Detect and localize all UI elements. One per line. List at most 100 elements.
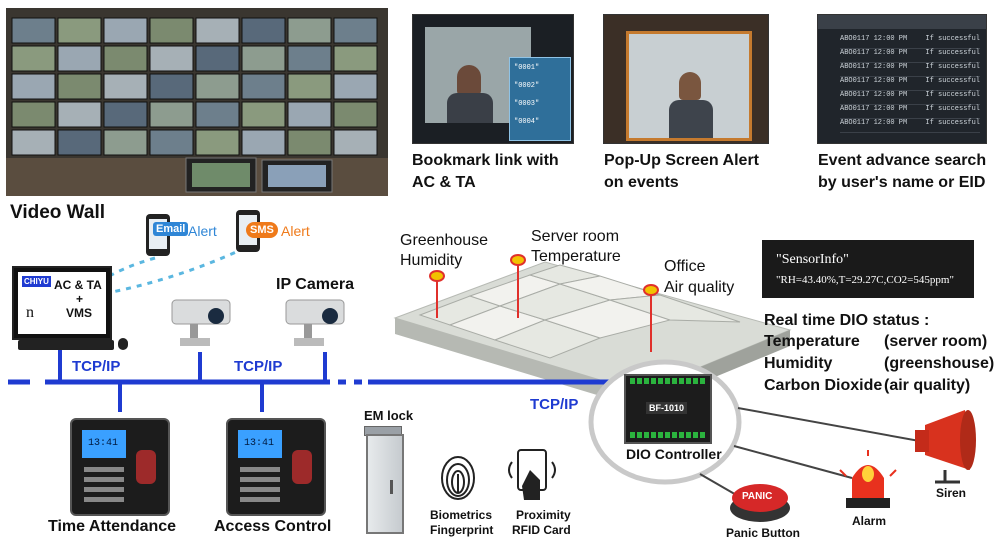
- link-siren: [737, 407, 926, 443]
- em-lock-label: EM lock: [364, 408, 414, 423]
- search-result-status: If successful: [925, 77, 980, 85]
- biometrics-label-1: Biometrics: [430, 508, 493, 522]
- video-wall-tile: [103, 73, 148, 100]
- video-wall-tile: [11, 73, 56, 100]
- pc-monitor: CHIYU n AC & TA + VMS: [12, 266, 112, 340]
- search-result-id: ABO0117 12:00 PM: [840, 105, 908, 113]
- dio-controller-device: BF-1010: [624, 374, 712, 444]
- video-wall-tile: [333, 45, 378, 72]
- pin-office-icon: [643, 284, 659, 296]
- video-wall-tile: [57, 17, 102, 44]
- video-wall-tile: [287, 101, 332, 128]
- pc-keyboard: [18, 340, 114, 350]
- pin-server-label-1: Server room: [531, 228, 620, 245]
- video-wall-tile: [11, 17, 56, 44]
- email-badge: Email: [153, 222, 189, 236]
- alarm-label: Alarm: [852, 514, 887, 528]
- dio-status-metric-3: Carbon Dioxide: [764, 377, 883, 394]
- video-wall-tile: [195, 129, 240, 156]
- ip-camera-2: [282, 298, 352, 357]
- panic-button-label: Panic Button: [726, 526, 800, 540]
- sms-alert-link: [111, 246, 246, 294]
- search-result-id: ABO0117 12:00 PM: [840, 63, 908, 71]
- video-wall-tile: [241, 73, 286, 100]
- link-alarm: [733, 445, 853, 479]
- door-icon: [366, 434, 404, 534]
- ac-display-time: 13:41: [244, 438, 275, 449]
- ta-display-time: 13:41: [88, 438, 119, 449]
- dio-status-location-1: (server room): [884, 333, 988, 350]
- bookmark-list-panel: "0001" "0002" "0003" "0004": [509, 57, 571, 141]
- pin-server-icon: [510, 254, 526, 266]
- search-result-status: If successful: [925, 49, 980, 57]
- dio-status-location-2: (greenshouse): [884, 355, 995, 372]
- proximity-label-2: RFID Card: [512, 523, 571, 537]
- person-body: [447, 93, 493, 123]
- video-wall-tile: [149, 45, 194, 72]
- video-wall-tile: [11, 129, 56, 156]
- pin-server-label-2: Temperature: [531, 248, 621, 265]
- pc-mouse: [118, 338, 128, 350]
- pc-label-line2: +: [76, 292, 84, 306]
- search-result-row: ABO0117 12:00 PM If successful: [840, 63, 980, 77]
- video-wall-tile: [57, 45, 102, 72]
- video-wall-tile: [195, 101, 240, 128]
- pin-greenhouse-label-1: Greenhouse: [400, 232, 489, 249]
- sensor-info-box: "SensorInfo" "RH=43.40%,T=29.27C,CO2=545…: [762, 240, 974, 298]
- search-result-status: If successful: [925, 119, 980, 127]
- building-floor-side: [395, 318, 640, 408]
- rfid-card-icon: [508, 449, 556, 500]
- video-wall-tile: [149, 101, 194, 128]
- panic-text: PANIC: [742, 491, 773, 502]
- bookmark-item-1: "0001": [514, 64, 540, 72]
- pc-logo-chiyu: CHIYU: [22, 276, 51, 287]
- video-wall-tile: [103, 101, 148, 128]
- video-wall-tile: [149, 129, 194, 156]
- bookmark-screenshot: "0001" "0002" "0003" "0004": [412, 14, 574, 144]
- video-wall-tile: [11, 101, 56, 128]
- search-result-status: If successful: [925, 63, 980, 71]
- video-wall-tile: [287, 129, 332, 156]
- video-wall-tile: [287, 17, 332, 44]
- bookmark-item-4: "0004": [514, 118, 540, 126]
- time-attendance-label: Time Attendance: [48, 518, 177, 535]
- video-wall-tile: [195, 45, 240, 72]
- video-wall-tile: [287, 45, 332, 72]
- ac-keypad: [240, 464, 280, 502]
- video-wall-tile: [57, 73, 102, 100]
- video-wall-tile: [11, 45, 56, 72]
- video-wall-tile: [103, 17, 148, 44]
- sms-badge: SMS: [246, 222, 278, 238]
- video-wall-tile: [57, 101, 102, 128]
- sensor-info-title: "SensorInfo": [776, 252, 849, 267]
- video-wall-graphic: [6, 8, 388, 196]
- search-result-status: If successful: [925, 91, 980, 99]
- video-wall-tile: [333, 73, 378, 100]
- ip-camera-label: IP Camera: [276, 276, 354, 293]
- pin-greenhouse-label-2: Humidity: [400, 252, 463, 269]
- siren-icon: [915, 410, 976, 484]
- dio-terminal-top: [630, 378, 706, 384]
- search-caption-line2: by user's name or EID: [818, 174, 986, 191]
- video-wall-tile: [287, 73, 332, 100]
- dio-status-location-3: (air quality): [884, 377, 971, 394]
- video-wall-tile: [333, 129, 378, 156]
- biometrics-label-2: Fingerprint: [430, 523, 494, 537]
- video-wall-tile: [241, 45, 286, 72]
- video-wall-tile: [241, 101, 286, 128]
- video-wall-tile: [195, 73, 240, 100]
- person-figure: [457, 65, 481, 95]
- video-wall-tile: [149, 17, 194, 44]
- tcp-label-3: TCP/IP: [530, 396, 579, 413]
- bookmark-caption-line1: Bookmark link with: [412, 152, 559, 169]
- video-wall-tile: [241, 17, 286, 44]
- proximity-label-1: Proximity: [516, 508, 571, 522]
- ta-screen: 13:41: [82, 430, 126, 458]
- video-wall-tile: [57, 129, 102, 156]
- video-wall-tile: [333, 101, 378, 128]
